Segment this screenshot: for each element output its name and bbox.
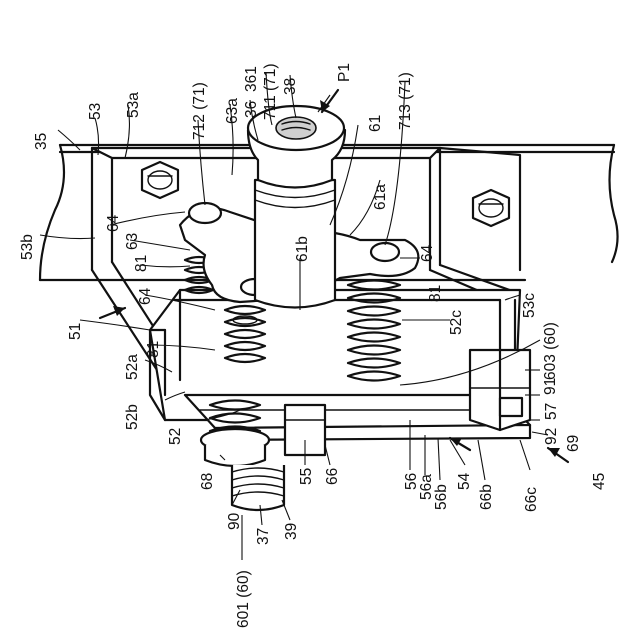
label-57: 57 [543, 403, 560, 420]
label-81-b: 81 [427, 285, 444, 302]
label-53b: 53b [19, 234, 36, 260]
label-713-71: 713 (71) [397, 72, 414, 130]
label-53: 53 [87, 103, 104, 120]
label-52b: 52b [124, 404, 141, 430]
label-55: 55 [298, 468, 315, 485]
label-p1: P1 [336, 63, 353, 82]
lower-bolt-37 [201, 429, 284, 510]
label-37: 37 [255, 528, 272, 545]
label-63: 63 [124, 233, 141, 250]
label-64-mid: 64 [137, 287, 154, 305]
label-51: 51 [67, 323, 84, 340]
label-36: 36 [243, 101, 260, 118]
label-69: 69 [565, 435, 582, 452]
label-66c: 66c [523, 487, 540, 512]
label-38: 38 [282, 78, 299, 95]
label-601-60: 601 (60) [235, 570, 252, 628]
label-39: 39 [283, 523, 300, 540]
label-52a: 52a [124, 354, 141, 380]
label-68: 68 [199, 473, 216, 490]
shaft-36 [248, 106, 345, 308]
label-56b: 56b [433, 484, 450, 510]
label-81-c: 81 [145, 341, 162, 358]
side-block-57 [470, 350, 530, 430]
label-53a: 53a [125, 92, 142, 118]
label-603-60: 603 (60) [542, 322, 559, 380]
bolt-left [142, 162, 178, 198]
label-52c: 52c [448, 310, 465, 335]
label-61a: 61a [372, 184, 389, 210]
label-64-right: 64 [419, 244, 436, 262]
label-52: 52 [167, 428, 184, 445]
label-45: 45 [591, 473, 608, 490]
label-91: 91 [542, 378, 559, 395]
label-711-71: 711 (71) [262, 63, 279, 120]
label-35: 35 [33, 133, 50, 150]
label-81-a: 81 [133, 255, 150, 272]
label-61: 61 [367, 115, 384, 132]
label-53c: 53c [521, 293, 538, 318]
label-92: 92 [543, 428, 560, 445]
label-54: 54 [456, 472, 473, 490]
label-64-left: 64 [105, 214, 122, 232]
label-66: 66 [324, 468, 341, 485]
label-712-71: 712 (71) [191, 82, 208, 140]
label-61b: 61b [294, 236, 311, 262]
arrow-p1 [320, 90, 338, 112]
label-90: 90 [226, 512, 243, 530]
label-66b: 66b [478, 484, 495, 510]
bolt-right [473, 190, 509, 226]
label-361: 361 [243, 66, 260, 92]
label-63a: 63a [224, 98, 241, 124]
